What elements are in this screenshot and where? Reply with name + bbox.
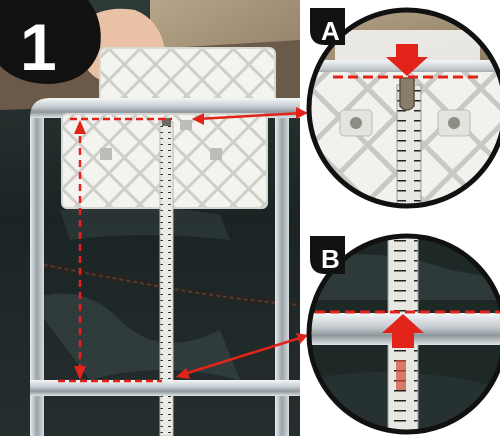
inset-b-label-tab [310, 236, 345, 274]
bracket-top [99, 47, 276, 104]
tape-measure [160, 122, 173, 436]
inset-a-border [306, 7, 500, 209]
step-number-badge: 1 [0, 0, 101, 84]
measurement-arrow-down [74, 366, 86, 380]
inset-b-up-arrow [382, 314, 424, 348]
inset-b: B [306, 233, 500, 435]
pointer-arrows [176, 107, 308, 379]
pointer-arrow-b [180, 335, 304, 377]
inset-a: A [306, 7, 500, 209]
inset-a-label-tab [310, 8, 345, 45]
measurement-arrow-up [74, 120, 86, 134]
bottom-rail [30, 380, 300, 396]
step-number: 1 [20, 10, 57, 84]
inset-a-label: A [321, 16, 340, 46]
pointer-arrow-a [196, 111, 304, 121]
inset-b-border [306, 233, 500, 435]
inset-a-down-arrow [386, 44, 428, 76]
inset-b-label: B [321, 244, 340, 274]
